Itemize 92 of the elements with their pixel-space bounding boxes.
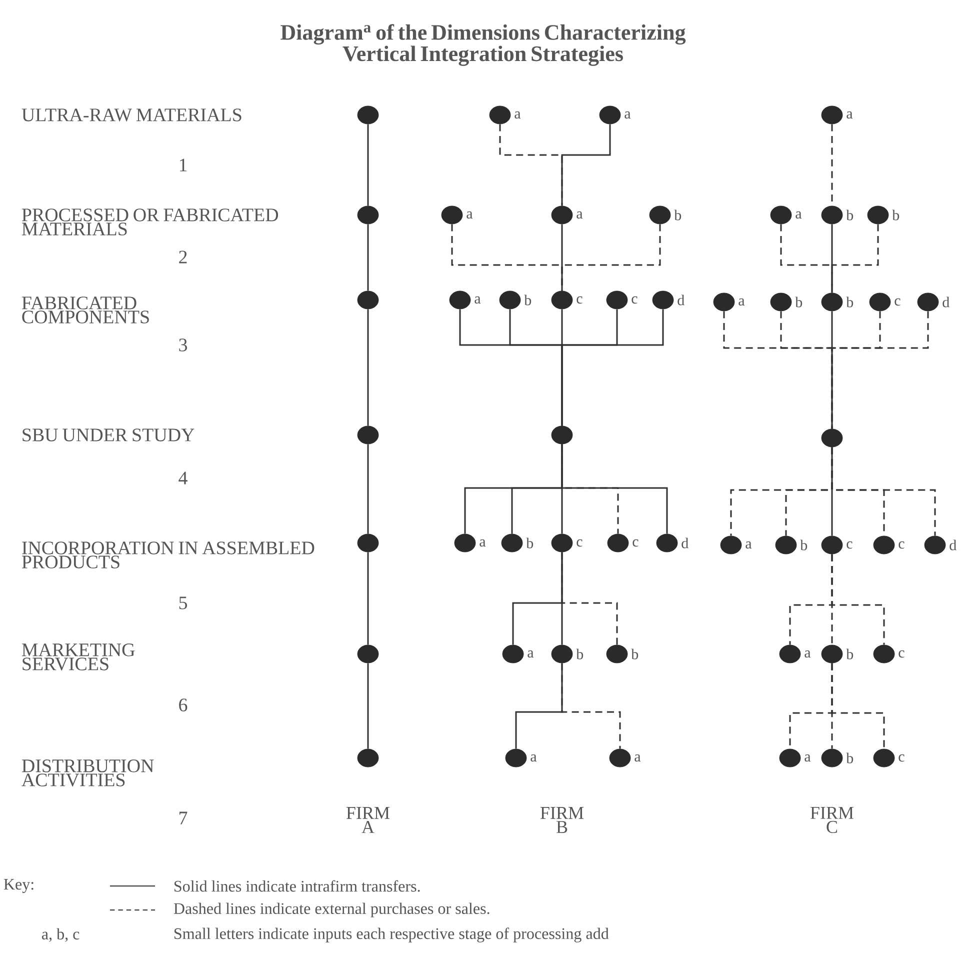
letter-label: c bbox=[632, 296, 638, 304]
letter-label: b bbox=[846, 752, 854, 764]
connector-line bbox=[561, 224, 661, 291]
letter-label: a bbox=[480, 539, 486, 547]
letter-label: b bbox=[800, 540, 808, 550]
dot bbox=[357, 534, 379, 552]
stage-number: 7 bbox=[180, 812, 188, 824]
connector-line bbox=[367, 224, 369, 291]
dot bbox=[357, 748, 379, 768]
key-label: Key: bbox=[4, 879, 34, 893]
dot bbox=[357, 106, 379, 124]
connector-line bbox=[367, 309, 369, 426]
connector-line bbox=[367, 552, 369, 645]
letter-label: a bbox=[738, 298, 745, 306]
connector-line bbox=[831, 554, 885, 645]
dot bbox=[551, 426, 573, 444]
connector-line bbox=[561, 444, 668, 534]
letter-label: a bbox=[466, 211, 473, 219]
stage-label: DISTRIBUTION ACTIVITIES bbox=[22, 760, 154, 786]
legend-text: Solid lines indicate intrafirm transfers. bbox=[174, 880, 420, 892]
letter-label: a bbox=[514, 111, 521, 119]
letter-label: a bbox=[528, 650, 534, 658]
stage-label: INCORPORATION IN ASSEMBLED PRODUCTS bbox=[22, 542, 314, 568]
title: Diagram$^{a}$ of the Dimensions Characterizing Vertical Integration Strategies bbox=[280, 24, 686, 66]
dot bbox=[357, 290, 379, 310]
stage-number: 5 bbox=[179, 596, 187, 610]
letter-label: b bbox=[524, 294, 532, 306]
letter-label: a bbox=[530, 754, 537, 762]
letter-label: a bbox=[474, 296, 481, 304]
letter-label: c bbox=[576, 539, 582, 547]
firm-label: FIRM A bbox=[346, 807, 390, 833]
letter-label: a bbox=[804, 754, 811, 762]
connector-line bbox=[367, 444, 369, 534]
letter-label: a bbox=[746, 541, 752, 549]
letter-label: c bbox=[898, 650, 904, 658]
stage-label: MARKETING SERVICES bbox=[22, 644, 135, 670]
letter-label: d bbox=[678, 294, 684, 306]
legend-text: Dashed lines indicate external purchases or sales. bbox=[174, 902, 490, 918]
letter-label: a bbox=[576, 211, 583, 219]
dot bbox=[357, 426, 379, 444]
connector-line bbox=[367, 124, 369, 206]
stage-number: 3 bbox=[179, 338, 187, 352]
dot bbox=[357, 644, 379, 664]
letter-label: c bbox=[576, 296, 582, 304]
stage-number: 4 bbox=[178, 472, 188, 484]
firm-label: FIRM B bbox=[540, 807, 584, 833]
letter-label: a bbox=[634, 754, 641, 762]
letter-label: b bbox=[846, 210, 854, 220]
letter-label: c bbox=[898, 541, 904, 549]
firm-label: FIRM C bbox=[810, 806, 854, 834]
connector-line bbox=[561, 663, 621, 749]
connector-line bbox=[561, 309, 664, 426]
letter-label: b bbox=[526, 538, 534, 548]
connector-line bbox=[561, 552, 618, 645]
dot bbox=[357, 206, 379, 224]
connector-line bbox=[831, 663, 885, 749]
letter-label: b bbox=[892, 210, 900, 220]
connector-line bbox=[367, 663, 369, 749]
letter-label: b bbox=[846, 648, 854, 660]
stage-number: 2 bbox=[179, 250, 187, 264]
stage-label: FABRICATED COMPONENTS bbox=[22, 296, 149, 324]
letter-label: d bbox=[950, 540, 956, 550]
connector-line bbox=[831, 447, 936, 536]
letter-sample: a, b, c bbox=[42, 928, 80, 942]
stage-label: ULTRA-RAW MATERIALS bbox=[22, 108, 242, 122]
stage-number: 1 bbox=[180, 158, 187, 172]
letter-label: b bbox=[631, 648, 638, 660]
connector-line bbox=[561, 224, 563, 291]
connector-line bbox=[831, 311, 833, 429]
letter-label: a bbox=[624, 111, 631, 119]
letter-label: a bbox=[796, 211, 802, 219]
letter-label: c bbox=[898, 754, 904, 762]
connector-line bbox=[831, 311, 929, 429]
letter-label: d bbox=[682, 538, 688, 548]
connector-line bbox=[831, 224, 833, 293]
letter-label: c bbox=[846, 541, 852, 549]
letter-label: d bbox=[942, 296, 950, 308]
letter-label: a bbox=[804, 650, 811, 658]
stage-label: SBU UNDER STUDY bbox=[22, 428, 194, 442]
note-text: Small letters indicate inputs each respective stage of processing add bbox=[174, 928, 609, 942]
letter-label: c bbox=[894, 298, 900, 306]
connector-line bbox=[831, 224, 879, 293]
letter-label: b bbox=[576, 648, 584, 660]
letter-label: a bbox=[846, 111, 853, 119]
connector-line bbox=[561, 124, 611, 206]
letter-label: b bbox=[846, 296, 854, 308]
stage-number: 6 bbox=[179, 698, 188, 712]
letter-label: c bbox=[632, 539, 638, 547]
letter-label: b bbox=[795, 296, 802, 308]
dot bbox=[821, 428, 843, 448]
stage-label: PROCESSED OR FABRICATED MATERIALS bbox=[22, 208, 278, 236]
letter-label: b bbox=[674, 210, 682, 220]
